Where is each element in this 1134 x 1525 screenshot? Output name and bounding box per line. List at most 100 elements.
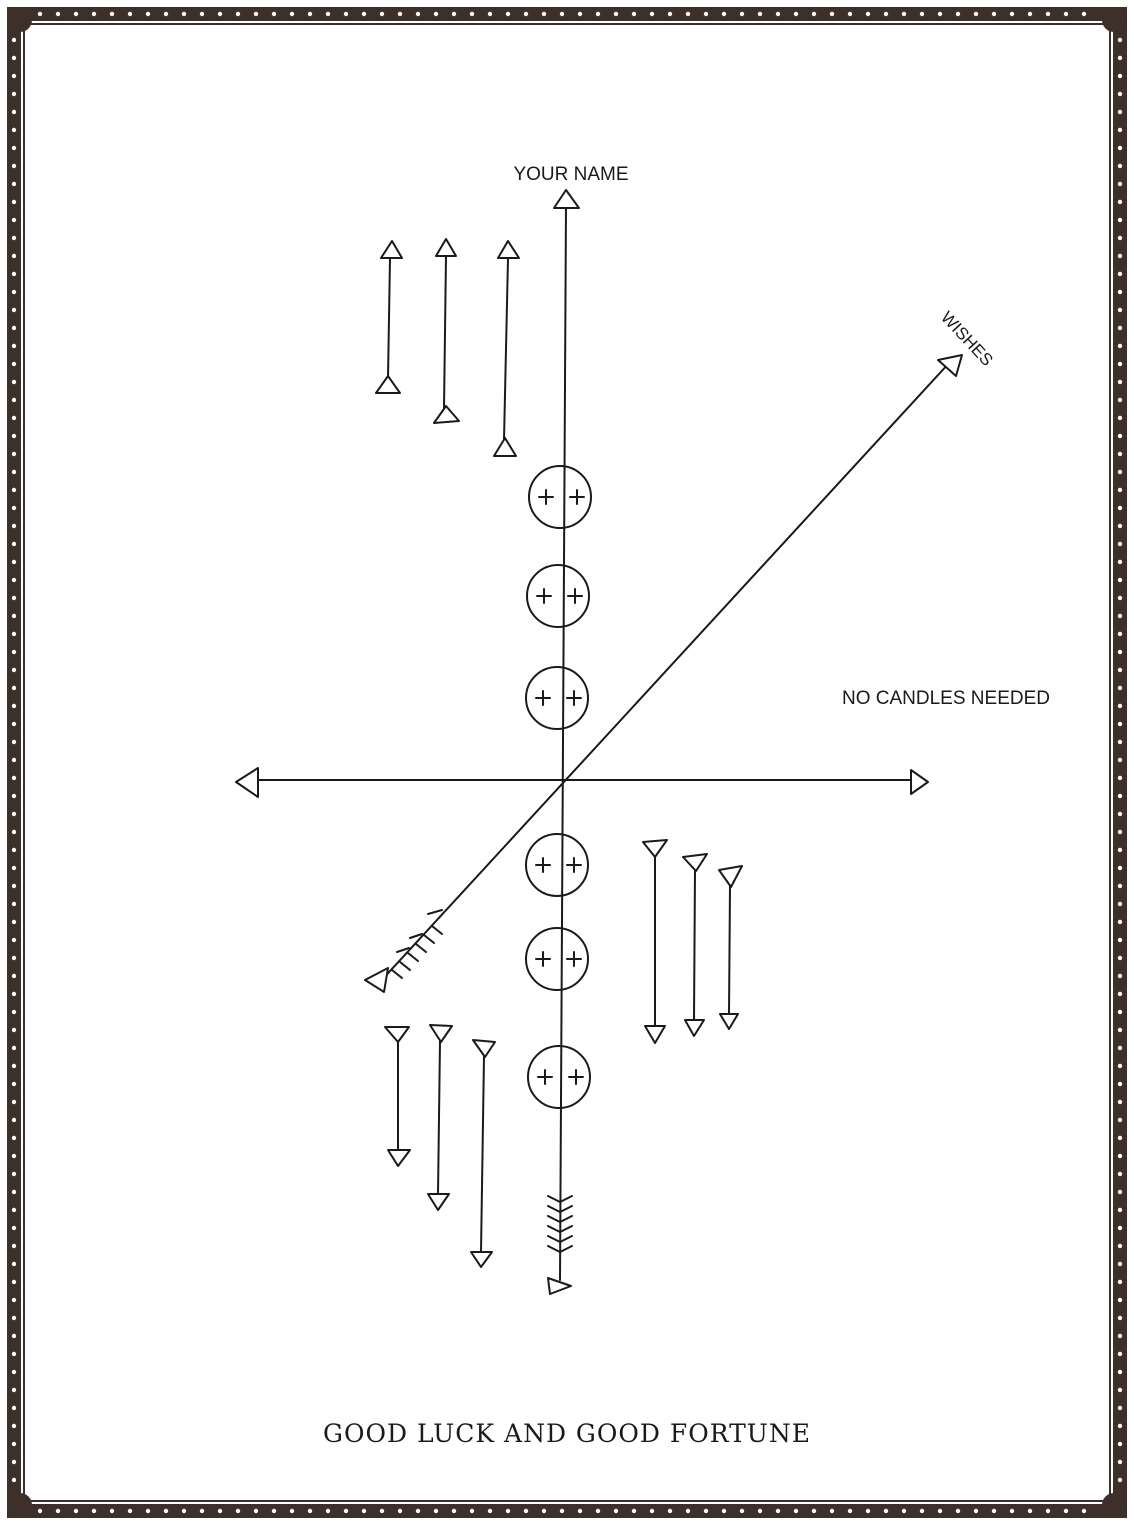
border-dot: [1118, 1082, 1122, 1086]
border-dot: [12, 236, 16, 240]
border-dot: [830, 1509, 834, 1513]
border-dot: [1118, 128, 1122, 132]
border-dot: [380, 1509, 384, 1513]
border-dot: [12, 974, 16, 978]
border-dot: [12, 1082, 16, 1086]
border-dot: [1118, 1028, 1122, 1032]
border-dot: [506, 1509, 510, 1513]
border-dot: [1118, 506, 1122, 510]
lower-left-arrows: [385, 1025, 495, 1267]
border-dot: [614, 1509, 618, 1513]
border-dot: [1118, 1136, 1122, 1140]
border-dot: [12, 362, 16, 366]
border-dot: [506, 12, 510, 16]
upper-left-arrows: [376, 239, 519, 456]
border-dot: [1118, 650, 1122, 654]
border-dot: [12, 632, 16, 636]
border-dot: [398, 1509, 402, 1513]
border-dot: [12, 902, 16, 906]
border-dot: [1118, 686, 1122, 690]
border-dot: [1118, 1172, 1122, 1176]
border-dot: [578, 12, 582, 16]
page-title: GOOD LUCK AND GOOD FORTUNE: [323, 1419, 811, 1448]
border-dot: [1118, 110, 1122, 114]
border-dot: [200, 12, 204, 16]
border-dot: [866, 1509, 870, 1513]
border-dot: [704, 12, 708, 16]
diagonal-axis-line: [380, 362, 950, 982]
border-dot: [1118, 776, 1122, 780]
border-dot: [1118, 1244, 1122, 1248]
vertical-axis-line: [560, 205, 566, 1280]
border-dot: [12, 884, 16, 888]
border-dot: [1118, 992, 1122, 996]
border-dot: [1118, 1190, 1122, 1194]
border-dot: [128, 12, 132, 16]
border-dot: [1118, 560, 1122, 564]
border-dot: [596, 1509, 600, 1513]
border-dot: [1010, 1509, 1014, 1513]
border-dot: [794, 12, 798, 16]
border-dot: [12, 1388, 16, 1392]
right-arrows: [643, 840, 742, 1043]
border-dot: [758, 1509, 762, 1513]
border-dot: [182, 1509, 186, 1513]
border-dot: [236, 12, 240, 16]
border-dot: [1064, 12, 1068, 16]
border-dot: [1118, 290, 1122, 294]
border-dot: [12, 1406, 16, 1410]
border-dot: [632, 1509, 636, 1513]
border-dot: [524, 1509, 528, 1513]
border-dot: [110, 12, 114, 16]
border-dot: [12, 1298, 16, 1302]
border-dot: [1046, 12, 1050, 16]
border-dot: [12, 1460, 16, 1464]
border-dot: [12, 848, 16, 852]
border-dot: [1118, 812, 1122, 816]
border-dot: [1118, 524, 1122, 528]
border-dot: [1118, 416, 1122, 420]
border-dot: [12, 398, 16, 402]
border-dot: [12, 182, 16, 186]
border-dot: [1118, 38, 1122, 42]
border-dot: [1118, 452, 1122, 456]
border-dot: [1118, 1352, 1122, 1356]
border-dot: [740, 12, 744, 16]
border-dot: [1118, 614, 1122, 618]
border-dot: [812, 12, 816, 16]
border-dot: [1118, 1388, 1122, 1392]
border-dot: [12, 560, 16, 564]
border-dot: [12, 1244, 16, 1248]
border-dot: [488, 12, 492, 16]
border-dot: [12, 1226, 16, 1230]
border-dot: [1118, 740, 1122, 744]
border-dot: [12, 1028, 16, 1032]
border-dot: [1118, 704, 1122, 708]
border-dot: [1046, 1509, 1050, 1513]
border-dot: [12, 596, 16, 600]
border-dot: [308, 12, 312, 16]
border-dot: [992, 1509, 996, 1513]
border-dot: [12, 542, 16, 546]
border-dot: [12, 1118, 16, 1122]
border-dot: [1118, 884, 1122, 888]
border-dot: [200, 1509, 204, 1513]
border-dot: [12, 38, 16, 42]
border-dot: [110, 1509, 114, 1513]
border-dot: [12, 380, 16, 384]
border-dot: [12, 452, 16, 456]
arrow-icon: [683, 854, 707, 1036]
border-dot: [956, 1509, 960, 1513]
border-dot: [12, 272, 16, 276]
border-dot: [12, 1136, 16, 1140]
border-dot: [218, 12, 222, 16]
border-dot: [12, 1280, 16, 1284]
border-dot: [308, 1509, 312, 1513]
circle-cross-icon: [528, 1046, 590, 1108]
no-candles-label: NO CANDLES NEEDED: [842, 688, 1050, 709]
border-dot: [1118, 146, 1122, 150]
border-dot: [12, 578, 16, 582]
border-dot: [452, 1509, 456, 1513]
border-dot: [1118, 1406, 1122, 1410]
